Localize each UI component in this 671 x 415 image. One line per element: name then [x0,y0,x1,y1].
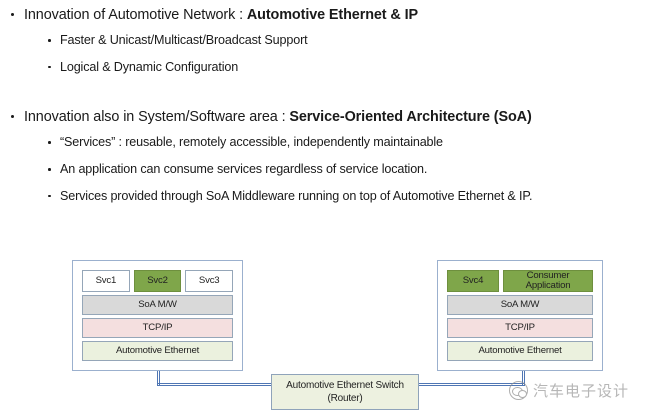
bullet-level1-automotive-network: Innovation of Automotive Network : Autom… [0,6,671,24]
bullet-text: Faster & Unicast/Multicast/Broadcast Sup… [60,33,308,47]
layer-tcpip-left[interactable]: TCP/IP [82,318,233,338]
bullet-dot-icon [11,115,14,119]
bullet-text: Innovation of Automotive Network : [24,7,247,23]
ecu-node-left[interactable]: Svc1 Svc2 Svc3 SoA M/W TCP/IP Automotive… [72,260,243,371]
bullet-dot-icon [48,194,51,198]
watermark-text: 汽车电子设计 [533,382,630,400]
bullet-dot-icon [48,141,51,144]
bullet-text-bold: Automotive Ethernet & IP [246,7,418,23]
service-block-consumer-application[interactable]: Consumer Application [503,270,593,292]
service-block-svc2[interactable]: Svc2 [133,270,182,292]
watermark: 汽车电子设计 [509,380,629,401]
connector-right-bus-horizontal [417,383,525,386]
service-row-left: Svc1 Svc2 Svc3 [82,270,234,292]
automotive-ethernet-switch-node[interactable]: Automotive Ethernet Switch (Router) [271,374,419,410]
bullet-dot-icon [48,168,51,171]
bullet-level2-logical-dynamic-config: Logical & Dynamic Configuration [0,60,671,76]
connector-right-node-vertical [522,371,525,385]
bullet-text: “Services” : reusable, remotely accessib… [60,135,443,150]
service-block-svc3[interactable]: Svc3 [185,270,234,292]
ecu-node-left-stack: Svc1 Svc2 Svc3 SoA M/W TCP/IP Automotive… [82,270,234,361]
bullet-level2-application-consume: An application can consume services rega… [0,162,671,178]
bullet-dot-icon [48,39,51,42]
layer-soa-middleware-right[interactable]: SoA M/W [447,295,593,315]
switch-label-line1: Automotive Ethernet Switch [286,379,404,391]
ecu-node-right-stack: Svc4 Consumer Application SoA M/W TCP/IP… [447,270,593,361]
bullet-text: Logical & Dynamic Configuration [60,59,239,74]
bullet-text-bold: Service-Oriented Architecture (SoA) [289,109,532,126]
bullet-level2-services-definition: “Services” : reusable, remotely accessib… [0,135,671,151]
bullet-dot-icon [11,13,14,16]
layer-automotive-ethernet-right[interactable]: Automotive Ethernet [447,341,593,361]
bullet-level2-services-middleware: Services provided through SoA Middleware… [0,189,671,205]
bullet-text: Innovation also in System/Software area … [24,109,290,126]
connector-left-node-vertical [157,371,160,385]
connector-left-bus-horizontal [157,383,273,386]
layer-tcpip-right[interactable]: TCP/IP [447,318,593,338]
switch-label-line2: (Router) [327,393,363,404]
bullet-level1-soa: Innovation also in System/Software area … [0,108,671,126]
bullet-level2-faster-support: Faster & Unicast/Multicast/Broadcast Sup… [0,33,671,49]
layer-soa-middleware-left[interactable]: SoA M/W [82,295,233,315]
service-block-svc1[interactable]: Svc1 [82,270,130,292]
bullet-text: An application can consume services rega… [60,162,428,177]
ecu-node-right[interactable]: Svc4 Consumer Application SoA M/W TCP/IP… [437,260,603,371]
service-block-svc4[interactable]: Svc4 [447,270,499,292]
slide-text-body: Innovation of Automotive Network : Autom… [0,6,671,205]
layer-automotive-ethernet-left[interactable]: Automotive Ethernet [82,341,233,361]
wechat-icon [509,381,528,400]
service-row-right: Svc4 Consumer Application [447,270,593,292]
bullet-text: Services provided through SoA Middleware… [60,188,533,203]
bullet-dot-icon [48,65,51,69]
section-spacer [0,86,671,108]
